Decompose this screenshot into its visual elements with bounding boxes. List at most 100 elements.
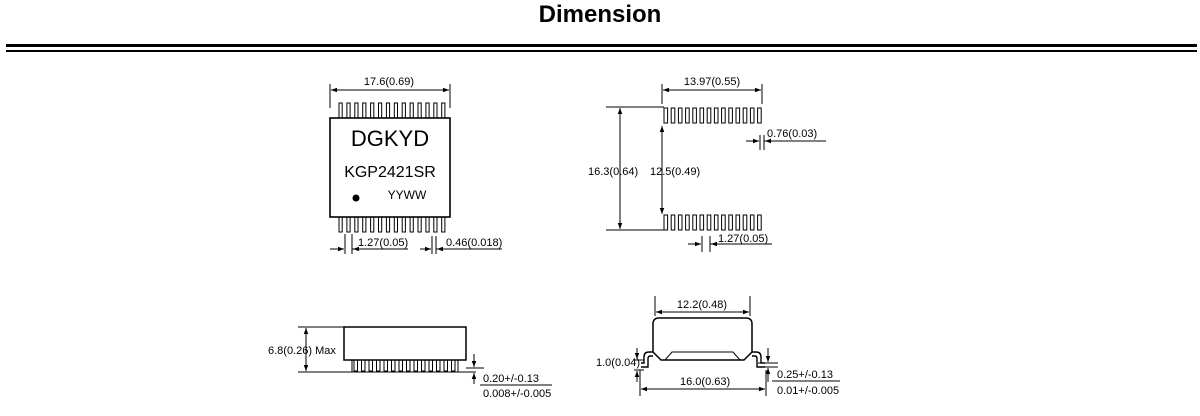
bottom-pin xyxy=(354,216,359,233)
pad xyxy=(692,214,697,231)
double-rule-bottom xyxy=(6,50,1197,52)
side-lead xyxy=(428,359,433,372)
top-pin xyxy=(354,102,359,119)
top-pin xyxy=(346,102,351,119)
part-number-marking: KGP2421SR xyxy=(344,164,436,181)
inner-height-label: 12.5(0.49) xyxy=(650,166,700,178)
top-pins xyxy=(338,102,446,119)
end-body xyxy=(652,317,753,361)
side-lead xyxy=(421,359,426,372)
pad-row-top xyxy=(663,107,762,124)
pad xyxy=(713,107,719,124)
bottom-pin xyxy=(401,216,406,233)
top-pin xyxy=(441,102,446,119)
bottom-pin xyxy=(338,216,343,233)
bottom-pin xyxy=(417,216,422,233)
bottom-pin xyxy=(385,216,391,233)
pad xyxy=(663,214,669,231)
pad xyxy=(721,214,726,231)
bottom-pin xyxy=(393,216,398,233)
lead-thickness-mm-label: 0.25+/-0.13 xyxy=(777,369,833,381)
side-lead xyxy=(376,359,381,372)
pad xyxy=(663,107,669,124)
bottom-pin xyxy=(409,216,414,233)
top-pin xyxy=(370,102,375,119)
pad xyxy=(677,214,683,231)
top-pin xyxy=(409,102,414,119)
side-lead xyxy=(406,359,411,372)
lead-height-label: 1.0(0.04) xyxy=(596,357,640,369)
pad xyxy=(735,107,741,124)
pad xyxy=(742,214,748,231)
pad xyxy=(749,214,755,231)
pad xyxy=(713,214,719,231)
pad xyxy=(685,214,690,231)
top-pin xyxy=(362,102,367,119)
side-lead xyxy=(436,359,441,372)
side-lead xyxy=(398,359,403,372)
side-leads xyxy=(353,359,456,372)
pin1-dot xyxy=(352,194,360,202)
bottom-pin xyxy=(441,216,446,233)
bottom-pins xyxy=(338,216,446,233)
pad-span-label: 13.97(0.55) xyxy=(684,76,740,88)
pad xyxy=(749,107,755,124)
pad xyxy=(706,107,712,124)
pad-view xyxy=(606,84,826,252)
top-pin xyxy=(393,102,398,119)
pad xyxy=(670,214,676,231)
pad xyxy=(757,107,762,124)
outer-height-label: 16.3(0.64) xyxy=(588,166,638,178)
top-pin xyxy=(417,102,422,119)
side-view xyxy=(298,326,552,386)
pad-pitch-label: 1.27(0.05) xyxy=(718,233,768,245)
lead-thickness-in-label: 0.01+/-0.005 xyxy=(777,385,839,397)
side-lead xyxy=(413,359,418,372)
pad xyxy=(699,107,705,124)
brand-marking: DGKYD xyxy=(351,126,429,151)
pad-row-bottom xyxy=(663,214,762,231)
top-pin xyxy=(433,102,438,119)
standoff-mm-label: 0.20+/-0.13 xyxy=(483,373,539,385)
standoff-in-label: 0.008+/-0.005 xyxy=(483,388,551,400)
pad-width-label: 0.76(0.03) xyxy=(767,128,817,140)
pad xyxy=(677,107,683,124)
double-rule-top xyxy=(6,44,1197,47)
side-lead xyxy=(361,359,366,372)
top-pin xyxy=(385,102,391,119)
side-lead xyxy=(391,359,396,372)
bottom-pin xyxy=(378,216,383,233)
top-pin xyxy=(425,102,430,119)
pad xyxy=(670,107,676,124)
pad xyxy=(742,107,748,124)
side-lead xyxy=(383,359,388,372)
top-pin xyxy=(378,102,383,119)
side-body xyxy=(343,326,467,361)
top-pin xyxy=(401,102,406,119)
pad xyxy=(728,214,733,231)
side-lead xyxy=(353,359,358,372)
side-lead xyxy=(443,359,448,372)
pad xyxy=(721,107,726,124)
bottom-pin xyxy=(362,216,367,233)
side-lead xyxy=(451,359,456,372)
overall-width-label: 16.0(0.63) xyxy=(680,376,730,388)
top-view xyxy=(329,84,502,254)
date-code-marking: YYWW xyxy=(388,188,427,202)
body-width-label: 12.2(0.48) xyxy=(677,299,727,311)
pitch-label: 1.27(0.05) xyxy=(358,237,408,249)
bottom-pin xyxy=(433,216,438,233)
page-title: Dimension xyxy=(538,1,662,28)
bottom-pin xyxy=(346,216,351,233)
pad xyxy=(735,214,741,231)
top-pin xyxy=(338,102,343,119)
side-lead xyxy=(368,359,373,372)
pin-width-label: 0.46(0.018) xyxy=(446,237,502,249)
left-lead xyxy=(641,351,653,364)
pad xyxy=(757,214,762,231)
pad xyxy=(685,107,690,124)
pad xyxy=(692,107,697,124)
pad xyxy=(699,214,705,231)
bottom-pin xyxy=(370,216,375,233)
